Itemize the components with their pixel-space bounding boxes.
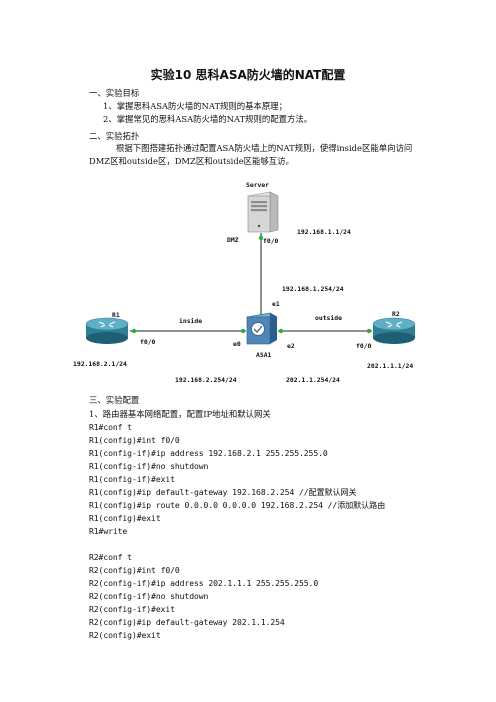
code-line: R1(config)#int f0/0 (89, 435, 180, 445)
code-line: R1#conf t (89, 422, 132, 432)
link-endpoint-dot (366, 328, 372, 334)
asa-e2-ip-label: 202.1.1.254/24 (286, 376, 340, 384)
r1-ip-label: 192.168.2.1/24 (73, 360, 127, 368)
dmz-zone-label: DMZ (227, 236, 239, 244)
link-endpoint-dot (258, 235, 264, 241)
link-endpoint-dot (131, 328, 137, 334)
r1-interface-label: f0/0 (140, 338, 156, 346)
r2-interface-label: f0/0 (356, 342, 372, 350)
router-r2-label: R2 (392, 310, 400, 318)
section-1-heading: 一、实验目标 (89, 88, 140, 98)
code-line: R1(config)#ip default-gateway 192.168.2.… (89, 487, 357, 497)
server-icon (247, 191, 279, 233)
code-line: R2(config)#exit (89, 630, 161, 640)
server-ip-label: 192.168.1.1/24 (297, 228, 351, 236)
code-line: R2(config-if)#no shutdown (89, 591, 209, 601)
asa-e2-label: e2 (287, 342, 295, 350)
code-line: R2(config-if)#exit (89, 604, 175, 614)
code-line: R1(config)#exit (89, 513, 161, 523)
router-icon (85, 317, 129, 344)
asa-device-label: ASA1 (256, 351, 272, 359)
network-topology-diagram: Server DMZ f0/0 192.168.1.1/24 192.168.1… (73, 181, 416, 384)
outside-zone-label: outside (315, 314, 342, 322)
server-label: Server (246, 181, 269, 189)
objective-2: 2、掌握常见的思科ASA防火墙的NAT规则的配置方法。 (103, 114, 313, 124)
link-endpoint-dot (278, 328, 284, 334)
code-line: R2(config)#int f0/0 (89, 565, 180, 575)
router-icon (372, 317, 416, 344)
code-line: R1(config-if)#ip address 192.168.2.1 255… (89, 448, 328, 458)
code-line: R2(config-if)#ip address 202.1.1.1 255.2… (89, 578, 319, 588)
server-interface-label: f0/0 (263, 237, 279, 245)
code-line: R1(config)#ip route 0.0.0.0 0.0.0.0 192.… (89, 500, 386, 510)
code-line: R2(config)#ip default-gateway 202.1.1.25… (89, 617, 285, 627)
asa-e0-ip-label: 192.168.2.254/24 (175, 376, 237, 384)
section-2-heading: 二、实验拓扑 (89, 131, 140, 141)
section-3-heading: 三、实验配置 (89, 395, 140, 405)
asa-e1-label: e1 (272, 300, 280, 308)
r2-ip-label: 202.1.1.1/24 (367, 362, 413, 370)
inside-zone-label: inside (179, 317, 202, 325)
firewall-icon (246, 312, 278, 345)
code-line: R1#write (89, 526, 128, 536)
code-line: R1(config-if)#exit (89, 474, 175, 484)
router-r1-label: R1 (112, 311, 120, 319)
config-step-1: 1、路由器基本网络配置，配置IP地址和默认网关 (89, 409, 271, 419)
objective-1: 1、掌握思科ASA防火墙的NAT规则的基本原理； (103, 101, 288, 111)
code-line: R1(config-if)#no shutdown (89, 461, 209, 471)
asa-e1-ip-label: 192.168.1.254/24 (282, 285, 344, 293)
asa-e0-label: e0 (233, 340, 241, 348)
topology-description: 根据下图搭建拓扑通过配置ASA防火墙上的NAT规则，使得inside区能单向访问… (89, 143, 413, 166)
link-endpoint-dot (240, 328, 246, 334)
page-title: 实验10 思科ASA防火墙的NAT配置 (150, 68, 346, 82)
code-line: R2#conf t (89, 552, 132, 562)
